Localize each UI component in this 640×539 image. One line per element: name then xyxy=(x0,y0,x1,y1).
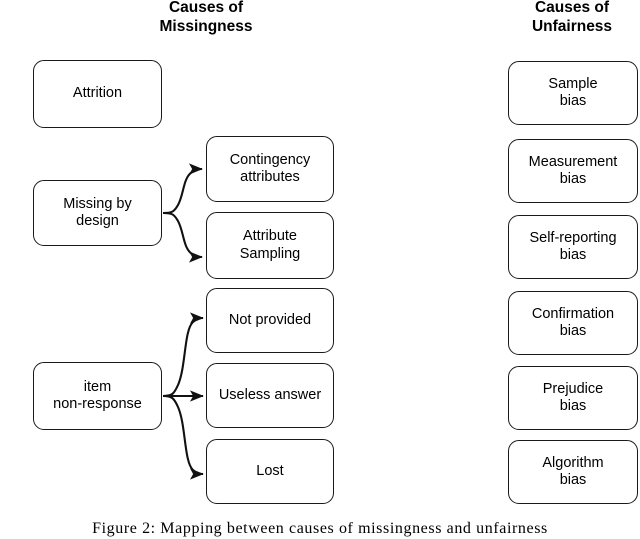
node-lost: Lost xyxy=(206,439,334,504)
node-missing-by-design: Missing by design xyxy=(33,180,162,246)
edge-item-non-response-to-lost xyxy=(162,394,204,480)
node-item-non-response: item non-response xyxy=(33,362,162,430)
node-sample-bias: Sample bias xyxy=(508,61,638,125)
edge-missing-by-design-to-attribute-sampling xyxy=(162,211,203,263)
node-not-provided: Not provided xyxy=(206,288,334,353)
node-useless-answer: Useless answer xyxy=(206,363,334,428)
figure-caption: Figure 2: Mapping between causes of miss… xyxy=(92,520,548,537)
node-measurement-bias: Measurement bias xyxy=(508,139,638,203)
node-self-reporting-bias: Self-reporting bias xyxy=(508,215,638,279)
node-contingency-attributes: Contingency attributes xyxy=(206,136,334,202)
node-attrition: Attrition xyxy=(33,60,162,128)
node-confirmation-bias: Confirmation bias xyxy=(508,291,638,355)
node-attribute-sampling: Attribute Sampling xyxy=(206,212,334,279)
edge-item-non-response-to-not-provided xyxy=(162,312,204,398)
edge-missing-by-design-to-contingency xyxy=(162,163,203,215)
node-prejudice-bias: Prejudice bias xyxy=(508,366,638,430)
column-title-missingness: Causes of Missingness xyxy=(159,0,253,35)
column-title-unfairness: Causes of Unfairness xyxy=(531,0,613,35)
node-algorithm-bias: Algorithm bias xyxy=(508,440,638,504)
